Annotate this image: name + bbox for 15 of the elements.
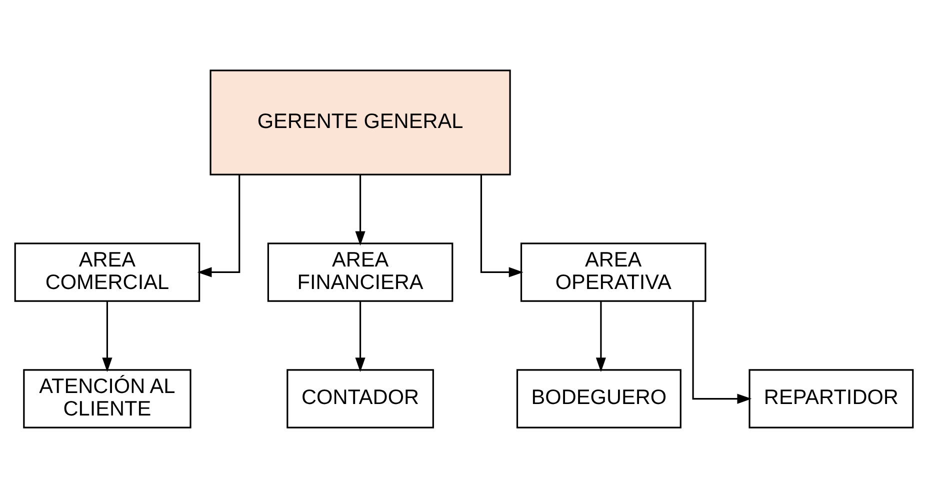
node-box: AREA OPERATIVA [520, 242, 706, 302]
node-box: GERENTE GENERAL [210, 70, 511, 176]
arrow [596, 302, 606, 372]
node-box: REPARTIDOR [748, 369, 914, 428]
node-box: CONTADOR [286, 369, 434, 428]
node-box: BODEGUERO [516, 369, 682, 428]
node-box: AREA COMERCIAL [14, 242, 200, 302]
arrow [102, 302, 112, 372]
arrow [355, 302, 366, 372]
arrow [692, 302, 752, 404]
arrow [355, 174, 366, 246]
node-box: AREA FINANCIERA [267, 242, 454, 302]
arrow [197, 174, 240, 278]
node-box: ATENCIÓN AL CLIENTE [23, 369, 192, 428]
arrow [480, 174, 524, 278]
